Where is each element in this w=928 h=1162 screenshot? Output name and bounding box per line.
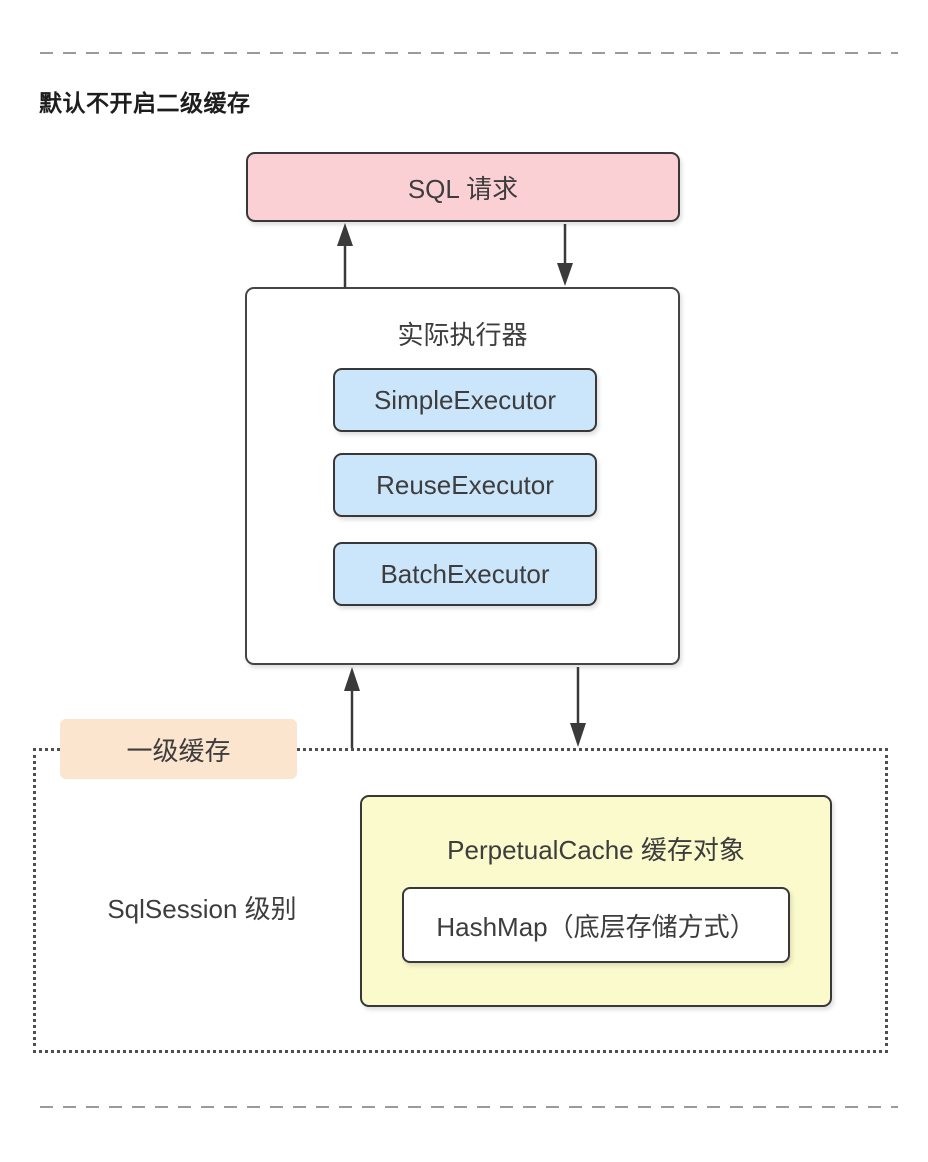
batch-executor-node: BatchExecutor <box>333 542 597 606</box>
arrow-down-sql-to-executor <box>557 224 573 286</box>
simple-executor-node: SimpleExecutor <box>333 368 597 432</box>
first-level-cache-badge-label: 一级缓存 <box>126 735 231 766</box>
first-level-cache-badge: 一级缓存 <box>60 719 297 779</box>
diagram-heading: 默认不开启二级缓存 <box>39 90 251 116</box>
executor-container-title: 实际执行器 <box>397 320 528 350</box>
top-dashed-divider <box>40 52 898 54</box>
arrow-up-executor-to-sql <box>337 223 353 288</box>
batch-executor-label: BatchExecutor <box>380 558 550 589</box>
sqlsession-scope-label: SqlSession 级别 <box>107 894 297 924</box>
bottom-dashed-divider <box>40 1106 898 1108</box>
sql-request-label: SQL 请求 <box>407 173 519 204</box>
perpetual-cache-node: PerpetualCache 缓存对象 HashMap（底层存储方式） <box>360 795 832 1007</box>
arrow-up-cache-to-executor <box>344 667 360 748</box>
simple-executor-label: SimpleExecutor <box>373 384 557 415</box>
hashmap-storage-label: HashMap（底层存储方式） <box>436 911 756 942</box>
hashmap-storage-node: HashMap（底层存储方式） <box>402 887 790 963</box>
reuse-executor-node: ReuseExecutor <box>333 453 597 517</box>
sql-request-node: SQL 请求 <box>246 152 680 222</box>
reuse-executor-label: ReuseExecutor <box>376 469 554 500</box>
first-level-cache-region <box>33 748 888 1053</box>
arrow-down-executor-to-cache <box>570 667 586 747</box>
perpetual-cache-label: PerpetualCache 缓存对象 <box>447 835 745 865</box>
